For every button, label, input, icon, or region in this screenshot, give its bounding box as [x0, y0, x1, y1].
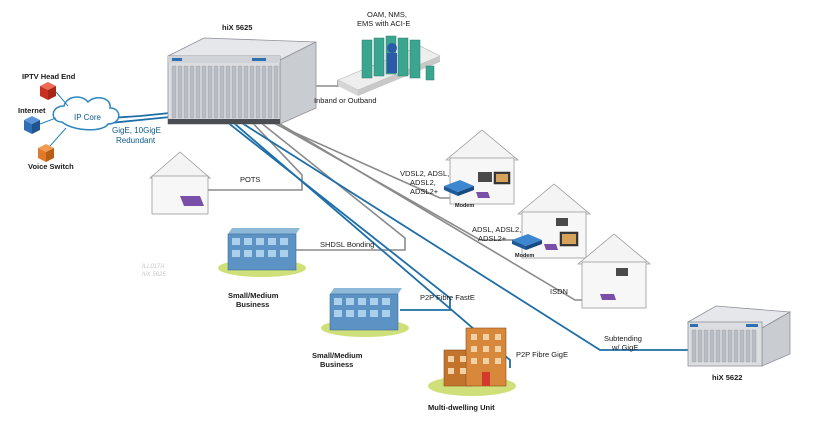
adsl-house-icon: [516, 183, 592, 259]
voice-switch-icon: [38, 144, 54, 162]
vdsl-label-2: ADSL2,: [410, 178, 436, 187]
hix5622-chassis: [686, 305, 792, 367]
business-2-label-a: Small/Medium: [312, 351, 363, 360]
subtending-label-1: Subtending: [604, 334, 642, 343]
fibre-links: [109, 112, 690, 368]
vdsl-label-1: VDSL2, ADSL,: [400, 169, 449, 178]
hix5622-label: hiX 5622: [712, 373, 742, 382]
modem-label-2: Modem: [515, 253, 534, 259]
internet-router-icon: [24, 116, 40, 134]
business-building-1: [218, 228, 306, 277]
gige-line: [227, 117, 511, 368]
isdn-house-icon: [576, 233, 652, 309]
business-building-2: [321, 288, 409, 337]
isdn-label: ISDN: [550, 287, 568, 296]
line-card-slots: [171, 65, 279, 119]
subtending-label-2: w/ GigE: [611, 343, 638, 352]
subtending-line: [233, 117, 690, 351]
uplink-label-1: GigE, 10GigE: [112, 126, 161, 135]
mdu-label: Multi-dwelling Unit: [428, 403, 495, 412]
mgmt-label-1: OAM, NMS,: [367, 10, 407, 19]
iptv-router-icon: [40, 82, 56, 100]
uplink-line-2: [109, 116, 171, 124]
adsl-modem-icon: [512, 234, 558, 250]
business-1-label-b: Business: [236, 300, 269, 309]
management-station: [337, 35, 441, 96]
mdu-building: [428, 327, 516, 396]
business-2-label-b: Business: [320, 360, 353, 369]
faste-line: [221, 117, 451, 311]
adsl-label-2: ADSL2+: [478, 234, 507, 243]
mgmt-label-2: EMS with ACI-E: [357, 19, 410, 28]
business-1-label-a: Small/Medium: [228, 291, 279, 300]
mgmt-link-label: Inband or Outband: [314, 96, 377, 105]
iptv-label: IPTV Head End: [22, 72, 76, 81]
uplink-label-2: Redundant: [116, 136, 156, 145]
watermark-line-2: hiX 5625: [142, 272, 166, 278]
vdsl-label-3: ADSL2+: [410, 187, 439, 196]
hix5625-chassis: [167, 37, 317, 125]
hix5625-label: hiX 5625: [222, 23, 252, 32]
voice-switch-label: Voice Switch: [28, 162, 74, 171]
faste-label: P2P Fibre FastE: [420, 293, 475, 302]
modem-label-1: Modem: [455, 203, 474, 209]
pots-label: POTS: [240, 175, 260, 184]
ip-core-label: IP Core: [74, 113, 102, 122]
pots-house-icon: [148, 151, 212, 215]
adsl-label-1: ADSL, ADSL2,: [472, 225, 521, 234]
watermark-line-1: ILL017A: [142, 264, 164, 270]
vdsl-modem-icon: [444, 180, 490, 198]
uplink-line: [109, 112, 171, 119]
shdsl-label: SHDSL Bonding: [320, 240, 374, 249]
internet-label: Internet: [18, 106, 46, 115]
ip-core-cloud: IP Core: [52, 96, 120, 131]
gige-label: P2P Fibre GigE: [516, 350, 568, 359]
